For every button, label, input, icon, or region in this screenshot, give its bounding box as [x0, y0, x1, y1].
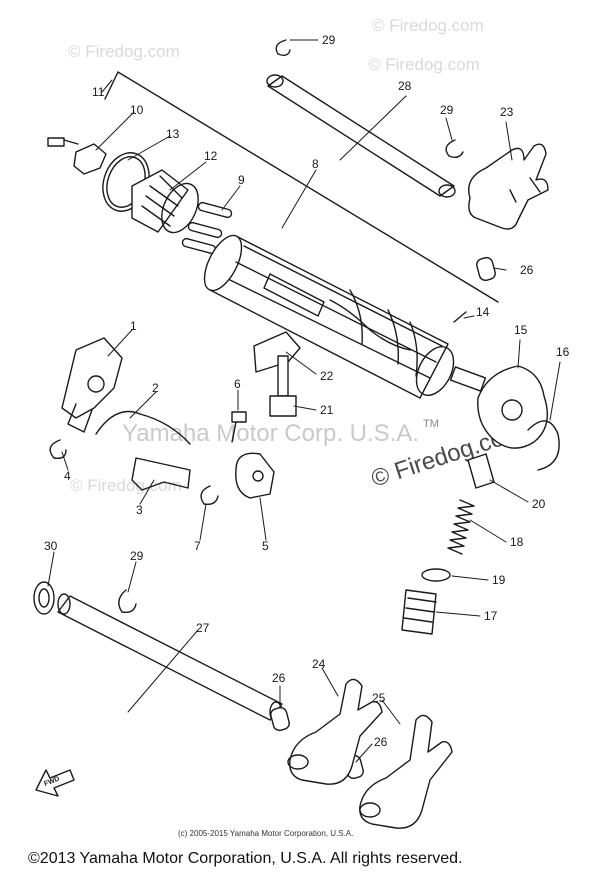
- callout-labels: 29 28 29 23 26 11 10 13 12 9 8 14 15 16 …: [43, 33, 569, 788]
- bearing-12: [131, 169, 199, 234]
- guide-pin-26-left: [270, 706, 290, 732]
- callout-16: 16: [556, 345, 570, 359]
- callout-3: 3: [136, 503, 143, 517]
- callout-11: 11: [92, 85, 105, 99]
- cam-plate-15: [477, 365, 548, 449]
- watermark-firedog: © Firedog.com: [368, 55, 480, 74]
- callout-17: 17: [484, 609, 498, 623]
- guide-pin-26-top: [476, 256, 496, 282]
- callout-26-top: 26: [520, 263, 534, 277]
- callout-30: 30: [44, 539, 58, 553]
- leader-lines: [47, 39, 561, 763]
- callout-1: 1: [130, 319, 137, 333]
- fwd-arrow-icon: [35, 769, 75, 797]
- callout-24: 24: [312, 657, 326, 671]
- callout-20: 20: [532, 497, 546, 511]
- callout-6: 6: [234, 377, 241, 391]
- shift-fork-shaft-27: [57, 593, 283, 723]
- circlip-7: [200, 485, 219, 506]
- callout-22: 22: [320, 369, 334, 383]
- callout-18: 18: [510, 535, 524, 549]
- shift-lever-1: [61, 337, 123, 433]
- bolt-6: [231, 411, 247, 443]
- assembly-bracket-line: [104, 71, 499, 303]
- stopper-plate: [73, 143, 107, 175]
- callout-15: 15: [514, 323, 528, 337]
- shift-arm-3: [131, 457, 191, 491]
- washer-19: [421, 568, 451, 582]
- callout-23: 23: [500, 105, 514, 119]
- shift-fork-25: [359, 714, 453, 829]
- callout-27: 27: [196, 621, 210, 635]
- watermark-tm: TM: [423, 418, 439, 430]
- footer-copyright: ©2013 Yamaha Motor Corporation, U.S.A. A…: [28, 850, 463, 867]
- callout-29-bottom: 29: [130, 549, 144, 563]
- callout-2: 2: [152, 381, 159, 395]
- shift-fork-24: [287, 678, 383, 785]
- circlip-16: [527, 420, 560, 471]
- pin-14: [453, 311, 467, 323]
- callout-26-mid: 26: [374, 735, 388, 749]
- callout-29-top: 29: [322, 33, 336, 47]
- watermark-firedog: © Firedog.com: [68, 42, 180, 61]
- shift-fork-shaft-28: [266, 74, 456, 198]
- shift-fork-23: [468, 143, 549, 230]
- callout-28: 28: [398, 79, 412, 93]
- stopper-20: [467, 453, 495, 489]
- return-spring-2: [95, 410, 191, 445]
- callout-10: 10: [130, 103, 144, 117]
- callout-14: 14: [476, 305, 490, 319]
- lever-5: [235, 452, 275, 499]
- callout-4: 4: [64, 469, 71, 483]
- callout-21: 21: [320, 403, 334, 417]
- callout-12: 12: [204, 149, 218, 163]
- callout-7: 7: [194, 539, 201, 553]
- callout-8: 8: [312, 157, 319, 171]
- callout-25: 25: [372, 691, 386, 705]
- circlip-4: [49, 439, 67, 460]
- circlip-29-top: [275, 39, 291, 57]
- callout-29-right: 29: [440, 103, 454, 117]
- plug-bolt-17: [401, 589, 437, 635]
- segment-22: [253, 331, 301, 373]
- watermark-corp: Yamaha Motor Corp. U.S.A.: [122, 420, 419, 447]
- circlip-29-bottom: [118, 589, 137, 614]
- shift-drum-8: [203, 234, 487, 399]
- callout-19: 19: [492, 573, 506, 587]
- circlip-29-right: [445, 139, 464, 159]
- watermark-firedog: © Firedog.com: [372, 16, 484, 35]
- copyright-small: (c) 2005-2015 Yamaha Motor Corporation, …: [178, 829, 354, 838]
- washer-30: [33, 581, 55, 615]
- callout-13: 13: [166, 127, 180, 141]
- spring-18: [447, 499, 475, 555]
- callout-9: 9: [238, 173, 245, 187]
- callout-26-left: 26: [272, 671, 286, 685]
- screw-21: [269, 355, 297, 417]
- bolt-10: [47, 137, 79, 147]
- callout-5: 5: [262, 539, 269, 553]
